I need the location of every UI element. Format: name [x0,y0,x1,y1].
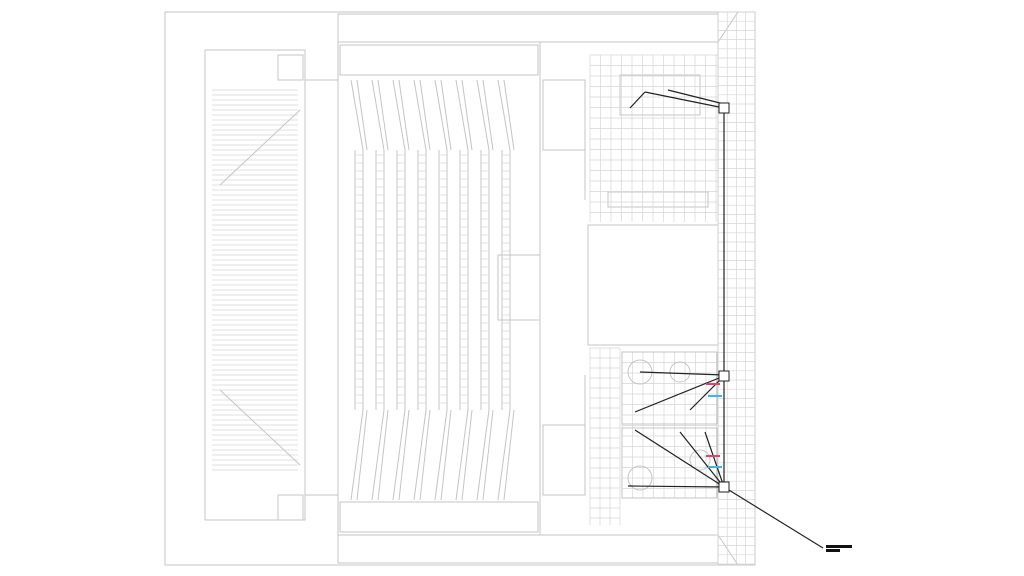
drawing-line [503,79,515,151]
drawing-line [419,409,431,501]
building-outline [164,11,756,566]
drawing-line [461,409,473,501]
floor-tile-grids [589,11,756,565]
drawing-line [350,79,364,151]
drawing-line [497,409,511,501]
drawing-line [419,79,431,151]
drawing-line [392,409,406,501]
drawing-line [440,409,452,501]
drawing-line [455,409,469,501]
drawing-line [392,79,406,151]
drawing-line [482,79,494,151]
plumbing-pipes [627,89,852,552]
drawing-line [434,409,448,501]
drawing-line [455,79,469,151]
drawing-line [219,389,301,466]
drawing-line [350,409,364,501]
drawing-line [440,79,452,151]
drawing-line [482,409,494,501]
drawing-line [461,79,473,151]
drawing-line [413,409,427,501]
auditorium-seating [350,79,515,501]
stair-treads [212,89,301,471]
drawing-line [356,409,368,501]
drawing-line [476,79,490,151]
drawing-line [356,79,368,151]
drawing-line [398,79,410,151]
drawing-line [219,109,301,186]
drawing-line [503,409,515,501]
drawing-line [377,409,389,501]
drawing-line [476,409,490,501]
drawing-line [497,79,511,151]
drawing-line [377,79,389,151]
toilet-blocks [621,351,718,499]
drawing-line [371,79,385,151]
drawing-line [371,409,385,501]
drawing-line [413,79,427,151]
drawing-line [434,79,448,151]
drawing-line [398,409,410,501]
